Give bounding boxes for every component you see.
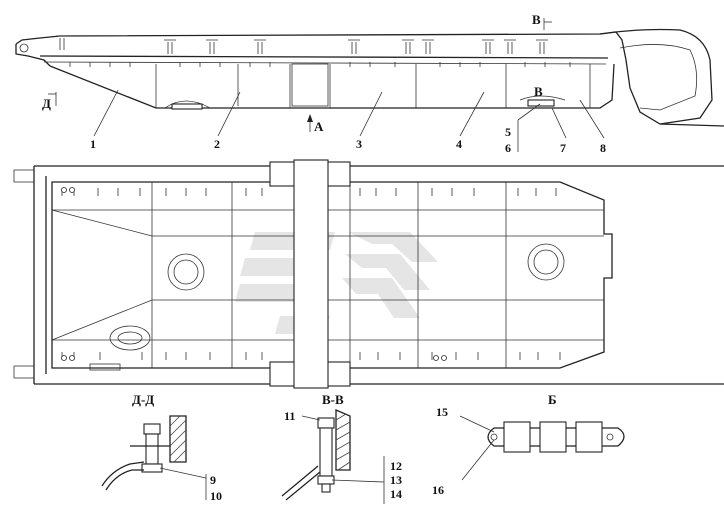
watermark-logo-icon	[235, 232, 438, 334]
callout-2: 2	[214, 137, 220, 151]
callout-12: 12	[390, 459, 402, 473]
section-mark-d: Д	[42, 96, 51, 111]
side-view: Д В В А	[15, 12, 724, 134]
callout-9: 9	[210, 473, 216, 487]
arrow-a-label: А	[314, 119, 324, 134]
section-mark-v-bottom: В	[534, 84, 543, 99]
callout-1: 1	[90, 137, 96, 151]
section-vv: В-В 11 12 13 14	[281, 392, 402, 504]
callout-14: 14	[390, 487, 402, 501]
side-view-callouts: 1 2 3 4 5 6 7 8	[90, 89, 606, 155]
callout-16: 16	[432, 483, 444, 497]
view-b: Б 15 16	[432, 392, 625, 497]
callout-7: 7	[560, 141, 566, 155]
callout-11: 11	[284, 409, 295, 423]
callout-3: 3	[356, 137, 362, 151]
section-dd-title: Д-Д	[132, 392, 154, 407]
callout-10: 10	[210, 489, 222, 503]
callout-8: 8	[600, 141, 606, 155]
section-dd: Д-Д 9 10	[101, 392, 222, 503]
view-b-title: Б	[548, 392, 557, 407]
callout-6: 6	[505, 141, 511, 155]
callout-5: 5	[505, 125, 511, 139]
callout-4: 4	[456, 137, 462, 151]
section-vv-title: В-В	[322, 392, 344, 407]
callout-13: 13	[390, 473, 402, 487]
callout-15: 15	[436, 405, 448, 419]
section-mark-v-top: В	[532, 12, 541, 27]
plan-view	[13, 159, 724, 389]
